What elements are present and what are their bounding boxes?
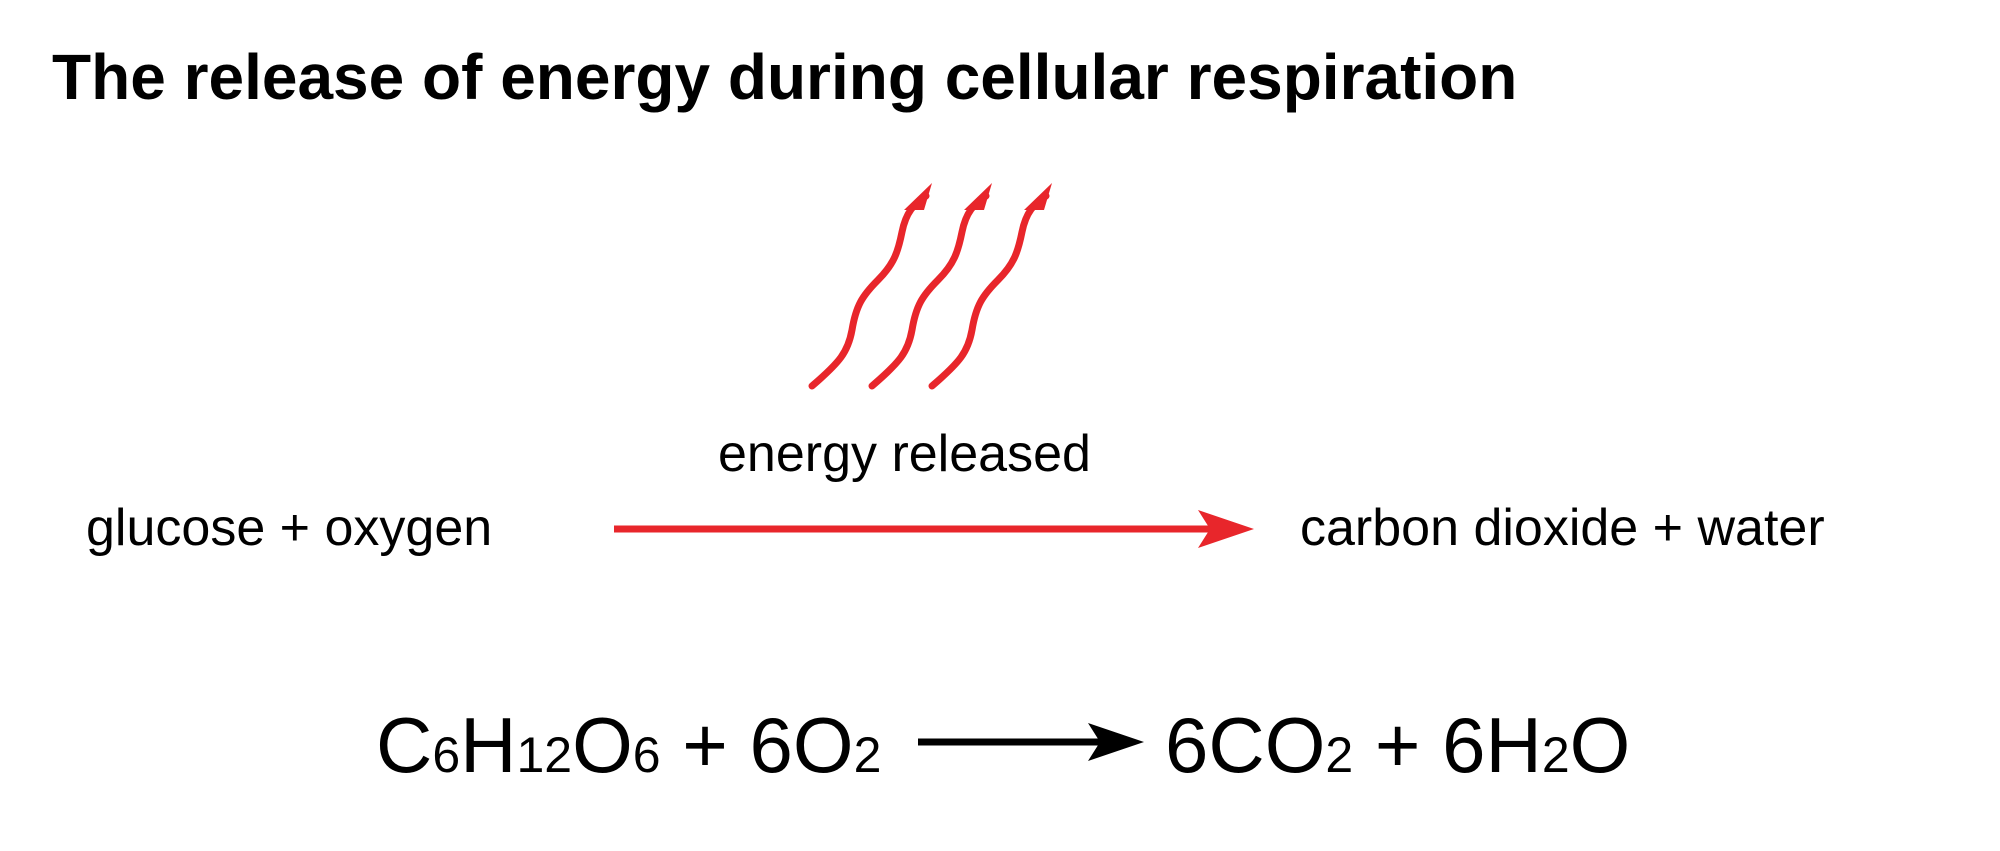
formula-equation-arrow xyxy=(918,723,1144,761)
arrowhead-3 xyxy=(1024,183,1052,210)
arrowhead-1 xyxy=(904,183,932,210)
wavy-arrow-2 xyxy=(868,192,990,390)
wavy-arrow-3 xyxy=(928,192,1050,390)
arrowhead-2 xyxy=(964,183,992,210)
word-equation-arrow xyxy=(614,510,1254,548)
product-text-2: + 6H xyxy=(1353,701,1542,789)
reactant-text-6: + 6O xyxy=(660,701,854,789)
energy-wavy-arrows xyxy=(808,192,1050,390)
reactant-text-2: H xyxy=(460,701,517,789)
reactant-text-0: C xyxy=(376,701,433,789)
diagram-title: The release of energy during cellular re… xyxy=(52,41,1518,113)
wavy-arrowheads xyxy=(904,183,1052,210)
product-text-0: 6CO xyxy=(1165,701,1326,789)
word-reactants: glucose + oxygen xyxy=(86,499,493,557)
word-products: carbon dioxide + water xyxy=(1300,499,1825,557)
energy-released-label: energy released xyxy=(718,425,1091,483)
wavy-arrow-1 xyxy=(808,192,930,390)
reactant-text-4: O xyxy=(572,701,633,789)
product-text-4: O xyxy=(1569,701,1631,789)
